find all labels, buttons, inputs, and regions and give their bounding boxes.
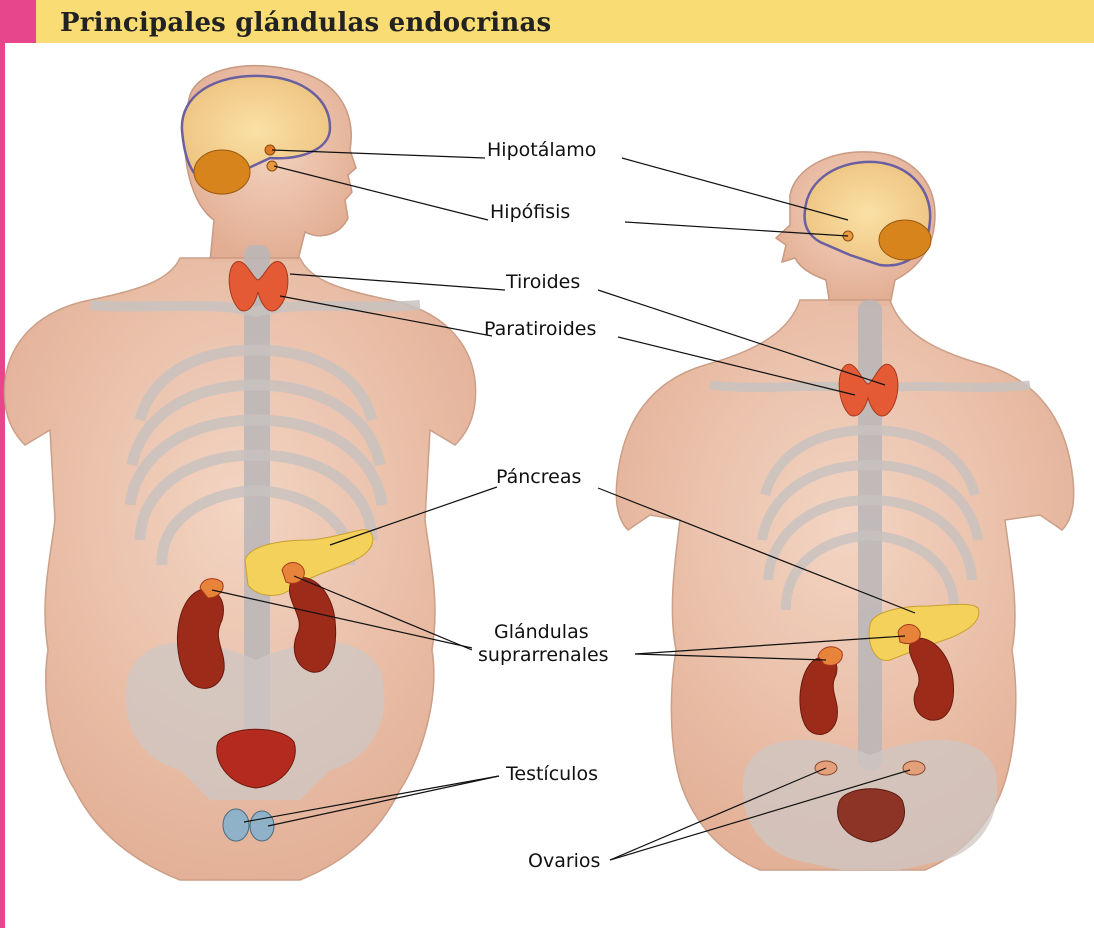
male-torso — [4, 66, 475, 880]
label-testiculos: Testículos — [505, 763, 598, 785]
female-torso — [616, 152, 1073, 870]
label-pancreas: Páncreas — [496, 466, 581, 488]
label-paratiroides: Paratiroides — [484, 318, 596, 340]
label-suprarrenales: suprarrenales — [478, 644, 609, 666]
female-ovary-right — [903, 761, 925, 775]
label-hipotalamo: Hipotálamo — [487, 139, 596, 161]
label-hipofisis: Hipófisis — [490, 201, 570, 223]
label-tiroides: Tiroides — [505, 271, 580, 293]
label-ovarios: Ovarios — [528, 850, 600, 872]
male-adrenal-right — [282, 563, 304, 584]
label-glandulas: Glándulas — [494, 621, 589, 643]
male-cerebellum — [194, 150, 250, 194]
female-adrenal-right — [898, 625, 920, 644]
male-testis-left — [223, 809, 249, 841]
female-cerebellum — [879, 220, 931, 260]
